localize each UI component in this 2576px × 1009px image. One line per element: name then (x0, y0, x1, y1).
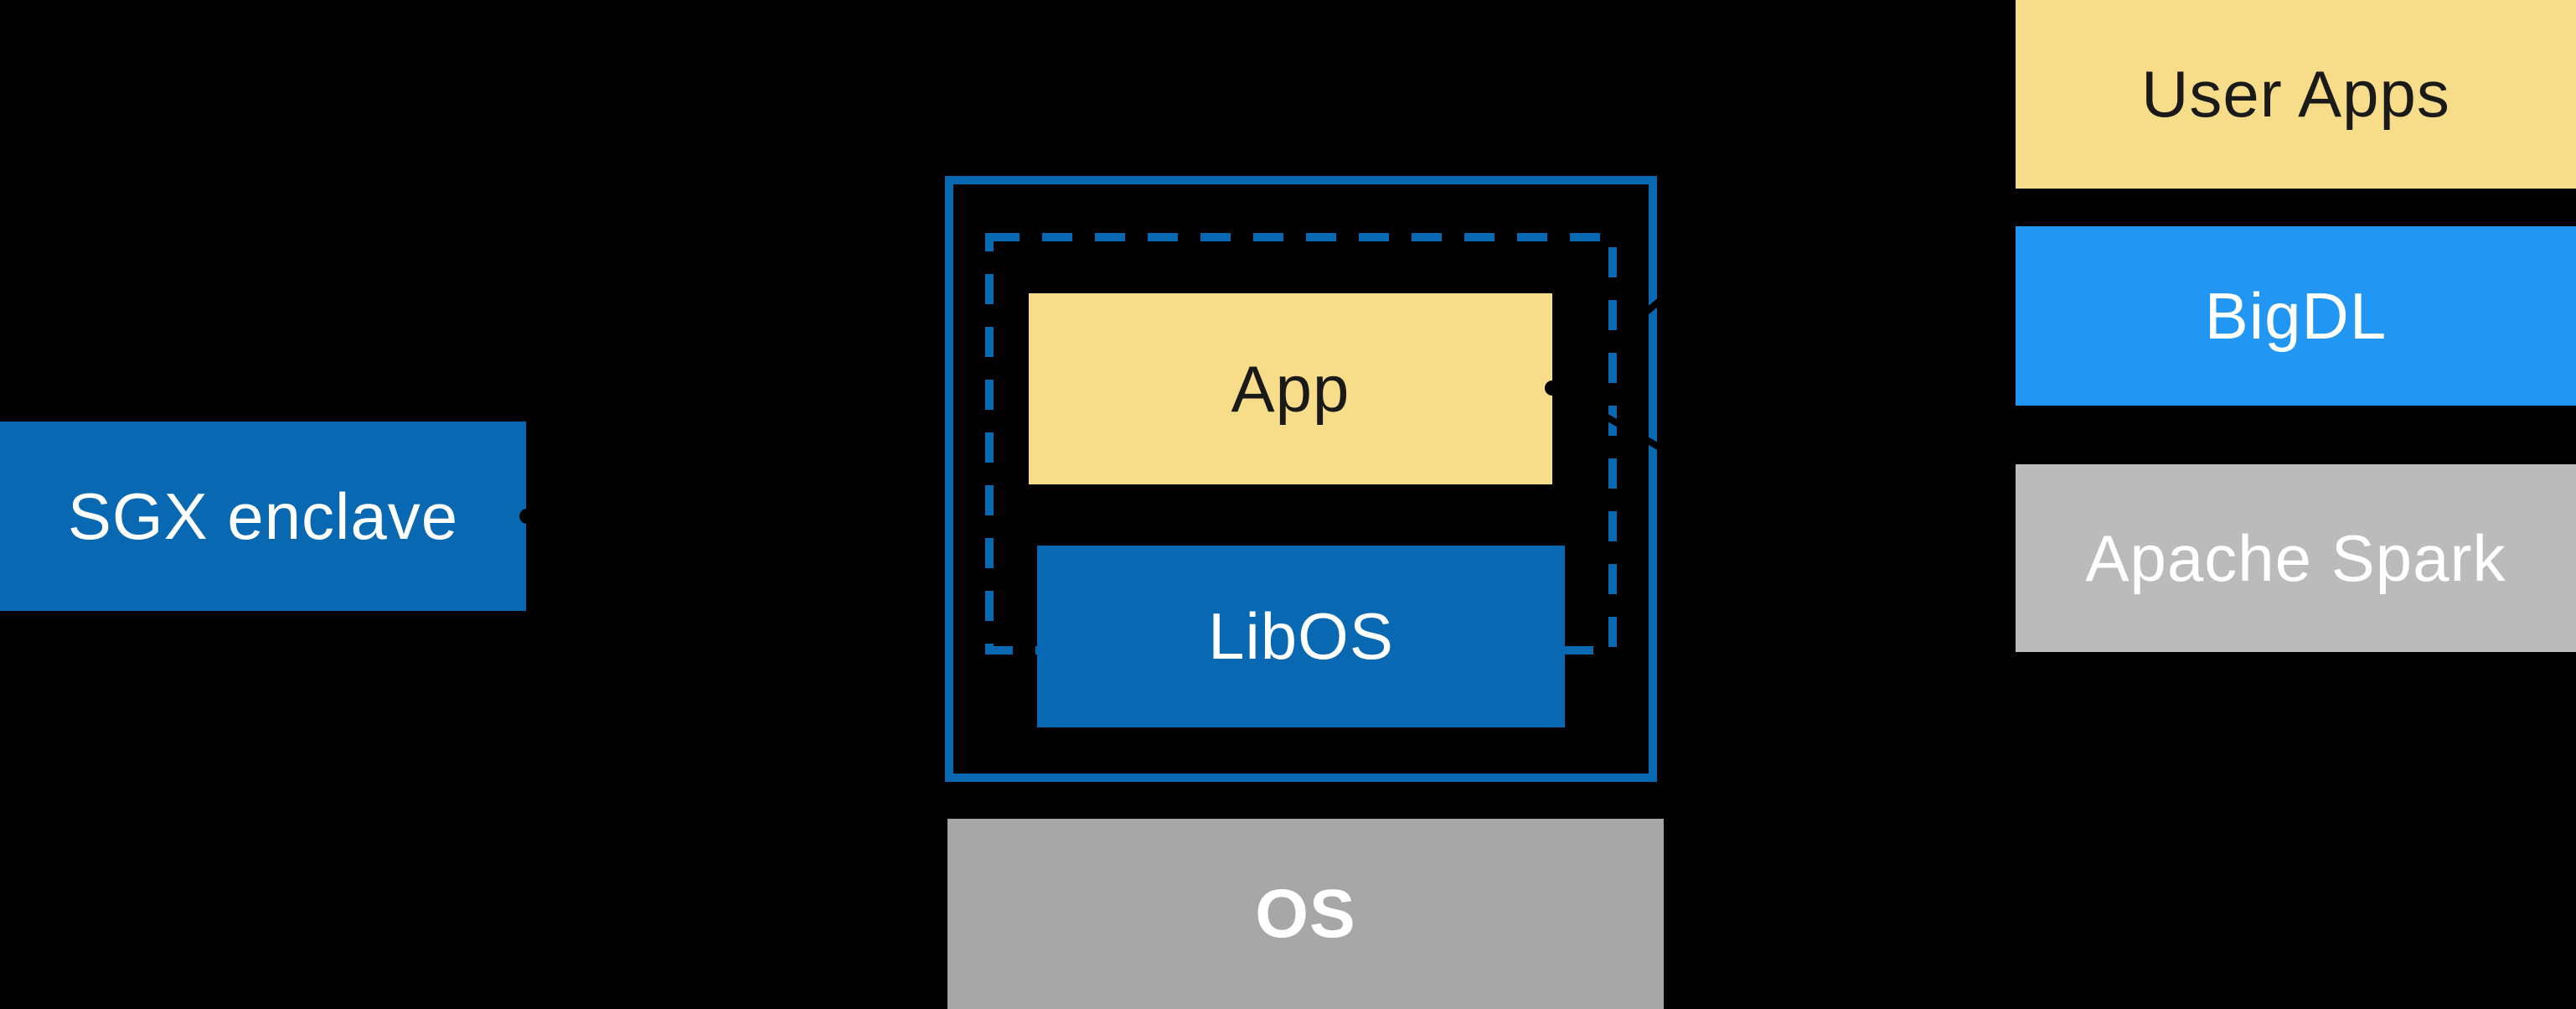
app-label: App (1231, 351, 1350, 426)
bigdl-label: BigDL (2204, 278, 2388, 353)
app-box: App (1029, 293, 1552, 484)
sgx-enclave-box: SGX enclave (0, 422, 526, 611)
os-box: OS (947, 819, 1664, 1009)
bigdl-box: BigDL (2016, 226, 2576, 406)
libos-label: LibOS (1208, 599, 1394, 673)
sgx-leader-line-top (531, 177, 939, 520)
user-apps-box: User Apps (2016, 0, 2576, 189)
libos-box: LibOS (1037, 546, 1565, 727)
sgx-enclave-label: SGX enclave (67, 479, 459, 553)
sgx-leader-line-bottom (531, 513, 939, 781)
apache-spark-label: Apache Spark (2085, 520, 2506, 595)
user-apps-label: User Apps (2141, 57, 2450, 131)
os-label: OS (1255, 875, 1356, 952)
apache-spark-box: Apache Spark (2016, 464, 2576, 652)
